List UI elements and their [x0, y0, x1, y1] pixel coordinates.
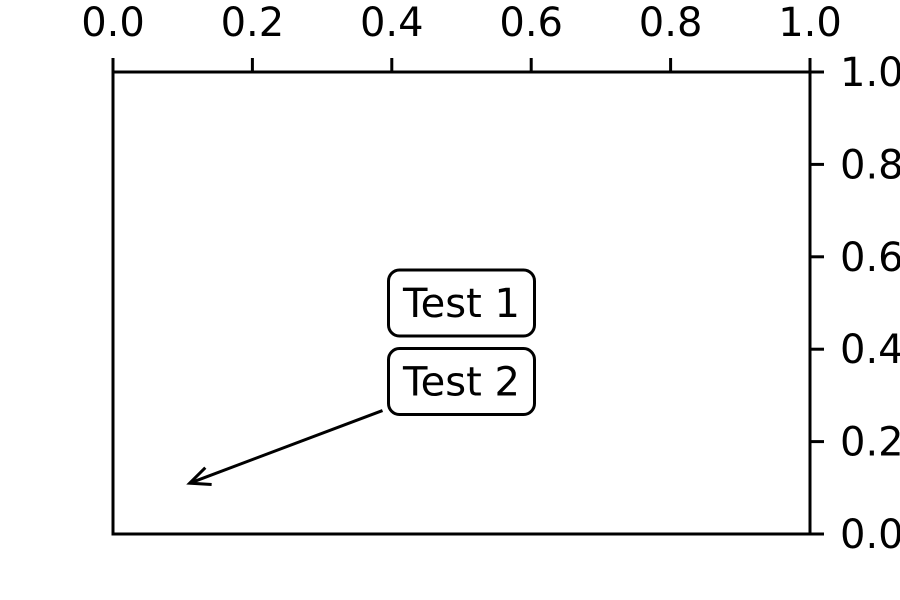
- annotation-box: [387, 268, 536, 338]
- x-axis-top: 0.0 0.2 0.4 0.6 0.8 1.0: [81, 0, 842, 72]
- y-tick-label: 0.2: [840, 420, 900, 466]
- annotation-arrowhead: [186, 466, 212, 486]
- annotation-label: Test 2: [402, 360, 520, 406]
- annotation-arrow: [189, 409, 384, 485]
- y-tick-label: 0.6: [840, 235, 900, 281]
- plot-area-frame: [111, 70, 812, 536]
- x-tick-label: 0.6: [499, 0, 563, 46]
- annotations: Test 1 Test 2: [186, 268, 536, 486]
- y-tick-label: 0.0: [840, 512, 900, 558]
- x-tick-label: 1.0: [778, 0, 842, 46]
- y-axis-right: 0.0 0.2 0.4 0.6 0.8 1.0: [810, 50, 900, 558]
- y-tick-label: 1.0: [840, 50, 900, 96]
- y-tick-label: 0.8: [840, 142, 900, 188]
- x-tick-label: 0.0: [81, 0, 145, 46]
- x-tick-label: 0.2: [221, 0, 285, 46]
- x-tick-label: 0.8: [639, 0, 703, 46]
- y-tick-label: 0.4: [840, 327, 900, 373]
- annotation-box: [387, 347, 536, 417]
- annotation-label: Test 1: [402, 281, 520, 327]
- x-tick-label: 0.4: [360, 0, 424, 46]
